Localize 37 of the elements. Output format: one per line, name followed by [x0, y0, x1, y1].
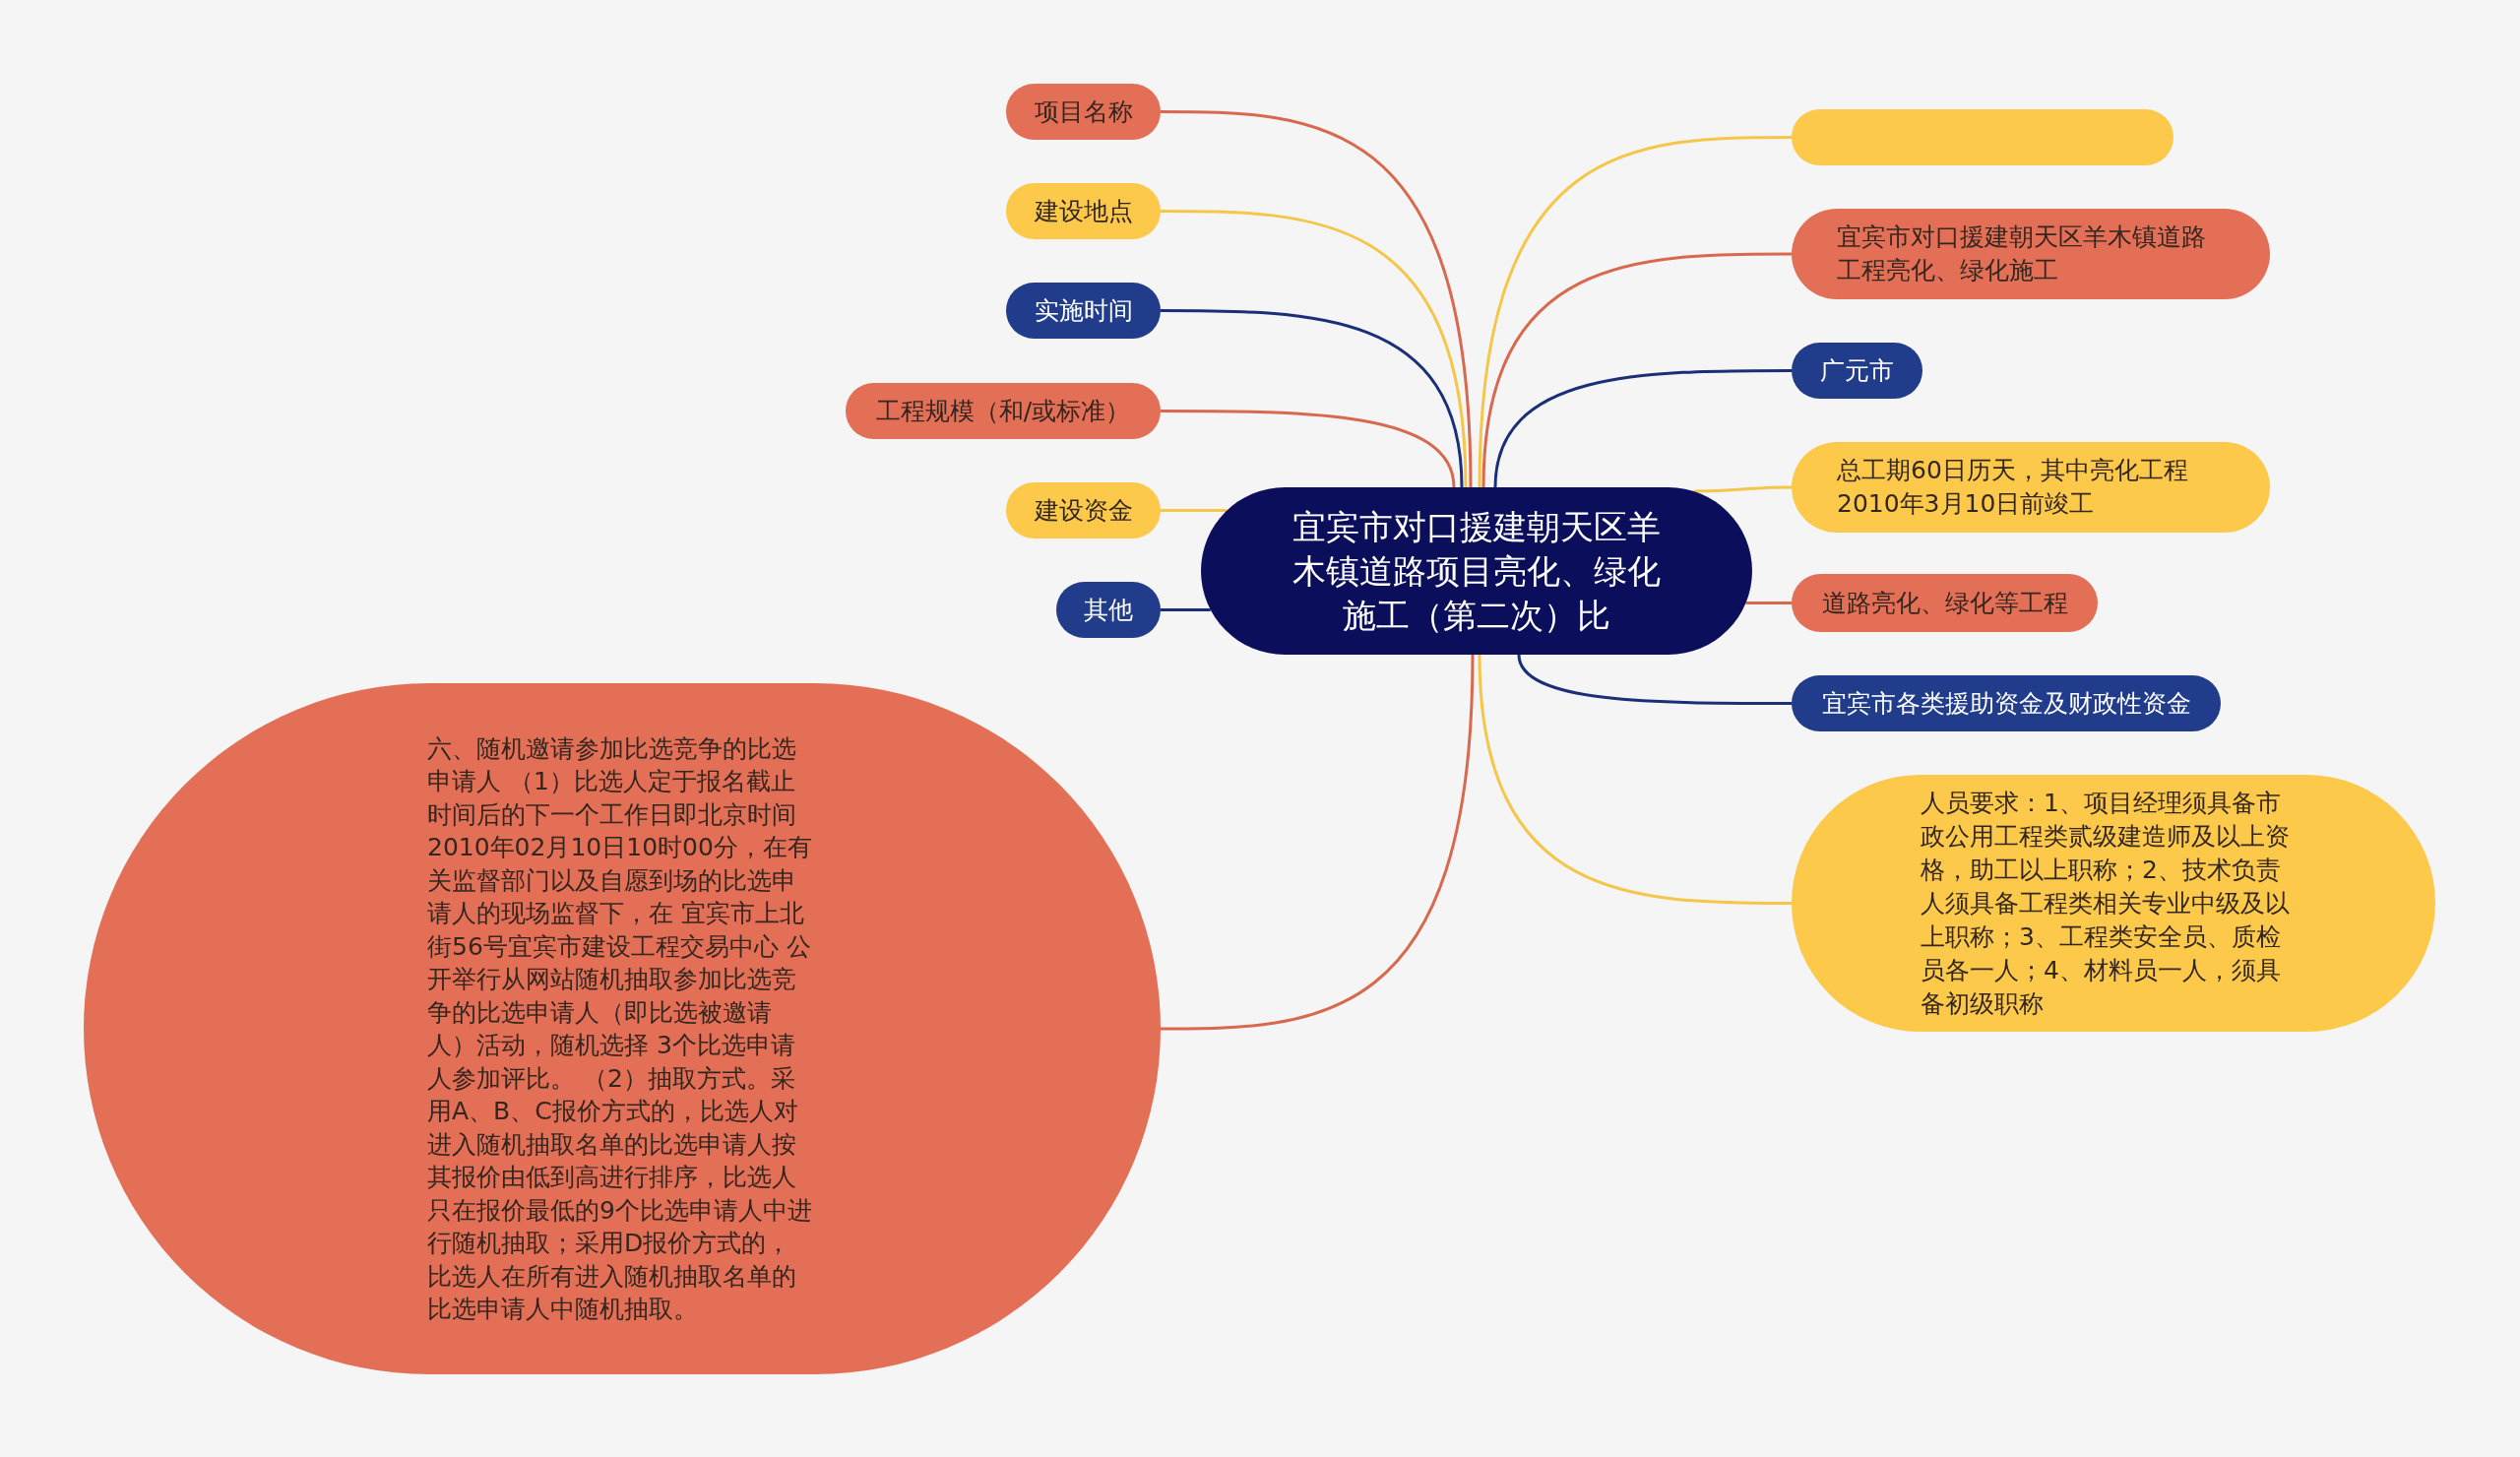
connector-line	[1161, 608, 1211, 611]
node-text: 实施时间	[1034, 294, 1133, 327]
node-text: 建设资金	[1034, 494, 1133, 527]
topic-node	[1792, 675, 2221, 731]
connector-line	[1481, 252, 1792, 488]
topic-node	[846, 383, 1161, 439]
paragraph-text: 六、随机邀请参加比选竞争的比选申请人 （1）比选人定于报名截止时间后的下一个工作日即北京时间 2010年02月10日10时00分，在有关监督部门以及自愿到场的比选申请人的现场监督下，在 宜宾市上北街56号宜宾市建设工程交易中心 公开举行从网站随机抽取参加比选竞争的比选申请人（即比选被邀请人）活动，随机选择 3个比选申请人参加评比。 （2）抽取方式。采用A、B、C报价方式的，比选人对进入随机抽取名单的比选申请人按其报价由低到高进行排序，比选人只在报价最低的9个比选申请人中进行随机抽取；采用D报价方式的，比选人在所有进入随机抽取名单的比选申请人中随机抽取。	[427, 732, 813, 1325]
connector-line	[1517, 654, 1792, 705]
node-text: 广元市	[1820, 354, 1894, 387]
connector-line	[1161, 110, 1473, 488]
connector-line	[1161, 309, 1464, 488]
topic-node	[1006, 183, 1161, 239]
connector-line	[1161, 210, 1468, 488]
node-text: 宜宾市对口援建朝天区羊木镇道路工程亮化、绿化施工	[1837, 222, 2207, 286]
connector-line	[1493, 369, 1792, 488]
connector-line	[1161, 410, 1456, 488]
connector-line	[1161, 509, 1228, 512]
node-text: 建设地点	[1034, 195, 1133, 227]
connector-line	[1478, 136, 1792, 488]
node-text: 其他	[1084, 594, 1133, 626]
topic-node	[1792, 343, 1922, 399]
topic-node	[1006, 84, 1161, 140]
connector-line	[1693, 485, 1792, 493]
paragraph-text: 人员要求：1、项目经理须具备市政公用工程类贰级建造师及以上资格，助工以上职称；2、技术负责人须具备工程类相关专业中级及以上职称；3、工程类安全员、质检员各一人；4、材料员一人，须具备初级职称	[1921, 787, 2291, 1020]
node-text: 宜宾市对口援建朝天区羊木镇道路项目亮化、绿化施工（第二次）比	[1292, 505, 1662, 637]
connector-line	[1161, 654, 1475, 1031]
connector-line	[1478, 654, 1792, 905]
node-text: 总工期60日历天，其中亮化工程2010年3月10日前竣工	[1837, 455, 2189, 520]
node-text: 宜宾市各类援助资金及财政性资金	[1821, 687, 2191, 720]
connector-line	[1745, 602, 1792, 604]
topic-node	[1006, 482, 1161, 538]
topic-node	[1056, 582, 1161, 638]
node-text: 道路亮化、绿化等工程	[1821, 587, 2068, 619]
node-text: 工程规模（和/或标准）	[875, 395, 1131, 427]
topic-node	[1006, 283, 1161, 339]
node-text: 项目名称	[1034, 95, 1133, 128]
topic-node	[1792, 109, 2174, 165]
